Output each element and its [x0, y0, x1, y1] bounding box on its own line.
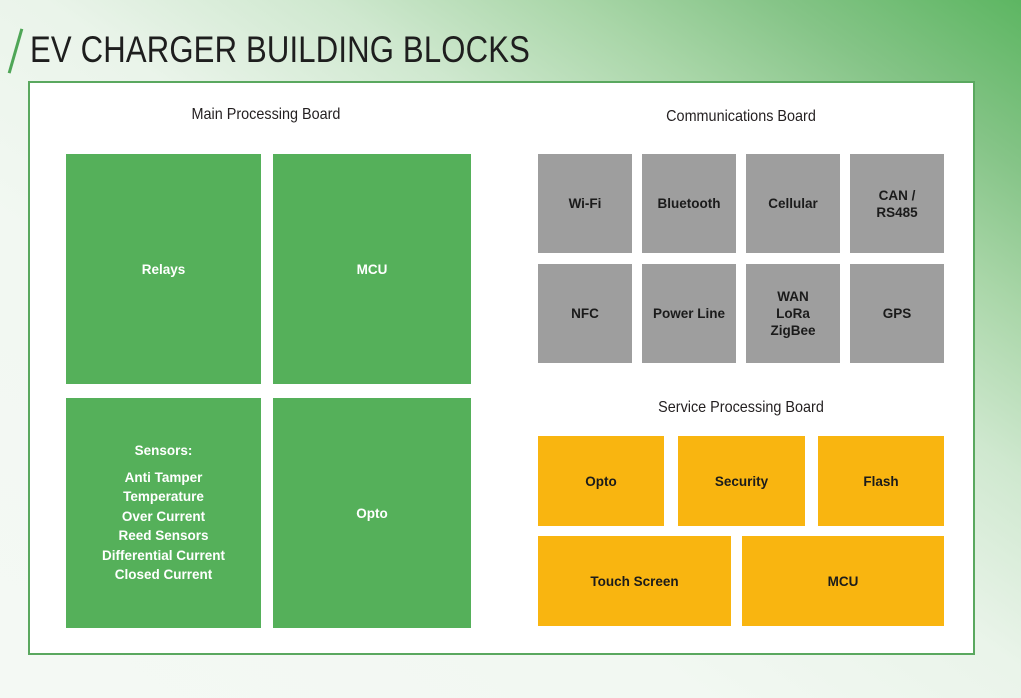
block-relays[interactable]: Relays — [66, 154, 261, 384]
block-label: Power Line — [652, 306, 725, 321]
page-title: EV CHARGER BUILDING BLOCKS — [30, 29, 531, 70]
block-opto-main[interactable]: Opto — [273, 398, 471, 628]
block-opto-service[interactable]: Opto — [538, 436, 664, 526]
block-sensors[interactable]: Sensors: Anti Tamper Temperature Over Cu… — [66, 398, 261, 628]
sensor-item: Anti Tamper — [124, 469, 203, 485]
block-gps[interactable]: GPS — [850, 264, 944, 363]
board-title-communications: Communications Board — [666, 108, 816, 125]
block-touch-screen[interactable]: Touch Screen — [538, 536, 731, 626]
sensors-content: Sensors: Anti Tamper Temperature Over Cu… — [102, 442, 225, 585]
board-title-service-processing: Service Processing Board — [658, 399, 824, 416]
block-nfc[interactable]: NFC — [538, 264, 632, 363]
sensor-item: Closed Current — [114, 567, 213, 582]
sensors-heading: Sensors: — [134, 442, 193, 458]
block-label: Security — [714, 473, 769, 489]
sensor-item: Reed Sensors — [118, 528, 209, 543]
block-label: Touch Screen — [590, 573, 679, 589]
block-label: MCU — [827, 573, 859, 589]
block-label: Cellular — [768, 196, 818, 211]
sensor-item: Differential Current — [101, 547, 226, 563]
block-label: Wi-Fi — [568, 196, 602, 211]
diagram-frame: Main Processing Board Relays MCU Sensors… — [28, 81, 975, 655]
block-label: Relays — [141, 261, 186, 277]
sensor-item: Over Current — [121, 508, 206, 524]
block-label: GPS — [882, 306, 912, 321]
block-security[interactable]: Security — [678, 436, 805, 526]
block-can-rs485[interactable]: CAN / RS485 — [850, 154, 944, 253]
block-cellular[interactable]: Cellular — [746, 154, 840, 253]
block-label: Flash — [863, 473, 899, 489]
block-flash[interactable]: Flash — [818, 436, 944, 526]
title-slash-icon — [6, 26, 28, 74]
block-label: Bluetooth — [657, 196, 721, 211]
sensors-list: Anti Tamper Temperature Over Current Ree… — [102, 468, 225, 585]
block-label: CAN / RS485 — [876, 187, 918, 220]
block-label: Opto — [356, 505, 388, 521]
block-label: NFC — [571, 306, 599, 321]
board-title-main-processing: Main Processing Board — [191, 106, 341, 123]
block-label: Opto — [585, 473, 617, 489]
block-power-line[interactable]: Power Line — [642, 264, 736, 363]
block-wan-lora-zigbee[interactable]: WAN LoRa ZigBee — [746, 264, 840, 363]
block-label: MCU — [356, 261, 388, 277]
block-label: WAN LoRa ZigBee — [770, 289, 816, 338]
block-mcu-main[interactable]: MCU — [273, 154, 471, 384]
sensor-item: Temperature — [123, 489, 204, 504]
block-wifi[interactable]: Wi-Fi — [538, 154, 632, 253]
slide-title-row: EV CHARGER BUILDING BLOCKS — [0, 22, 625, 78]
block-bluetooth[interactable]: Bluetooth — [642, 154, 736, 253]
block-mcu-service[interactable]: MCU — [742, 536, 944, 626]
